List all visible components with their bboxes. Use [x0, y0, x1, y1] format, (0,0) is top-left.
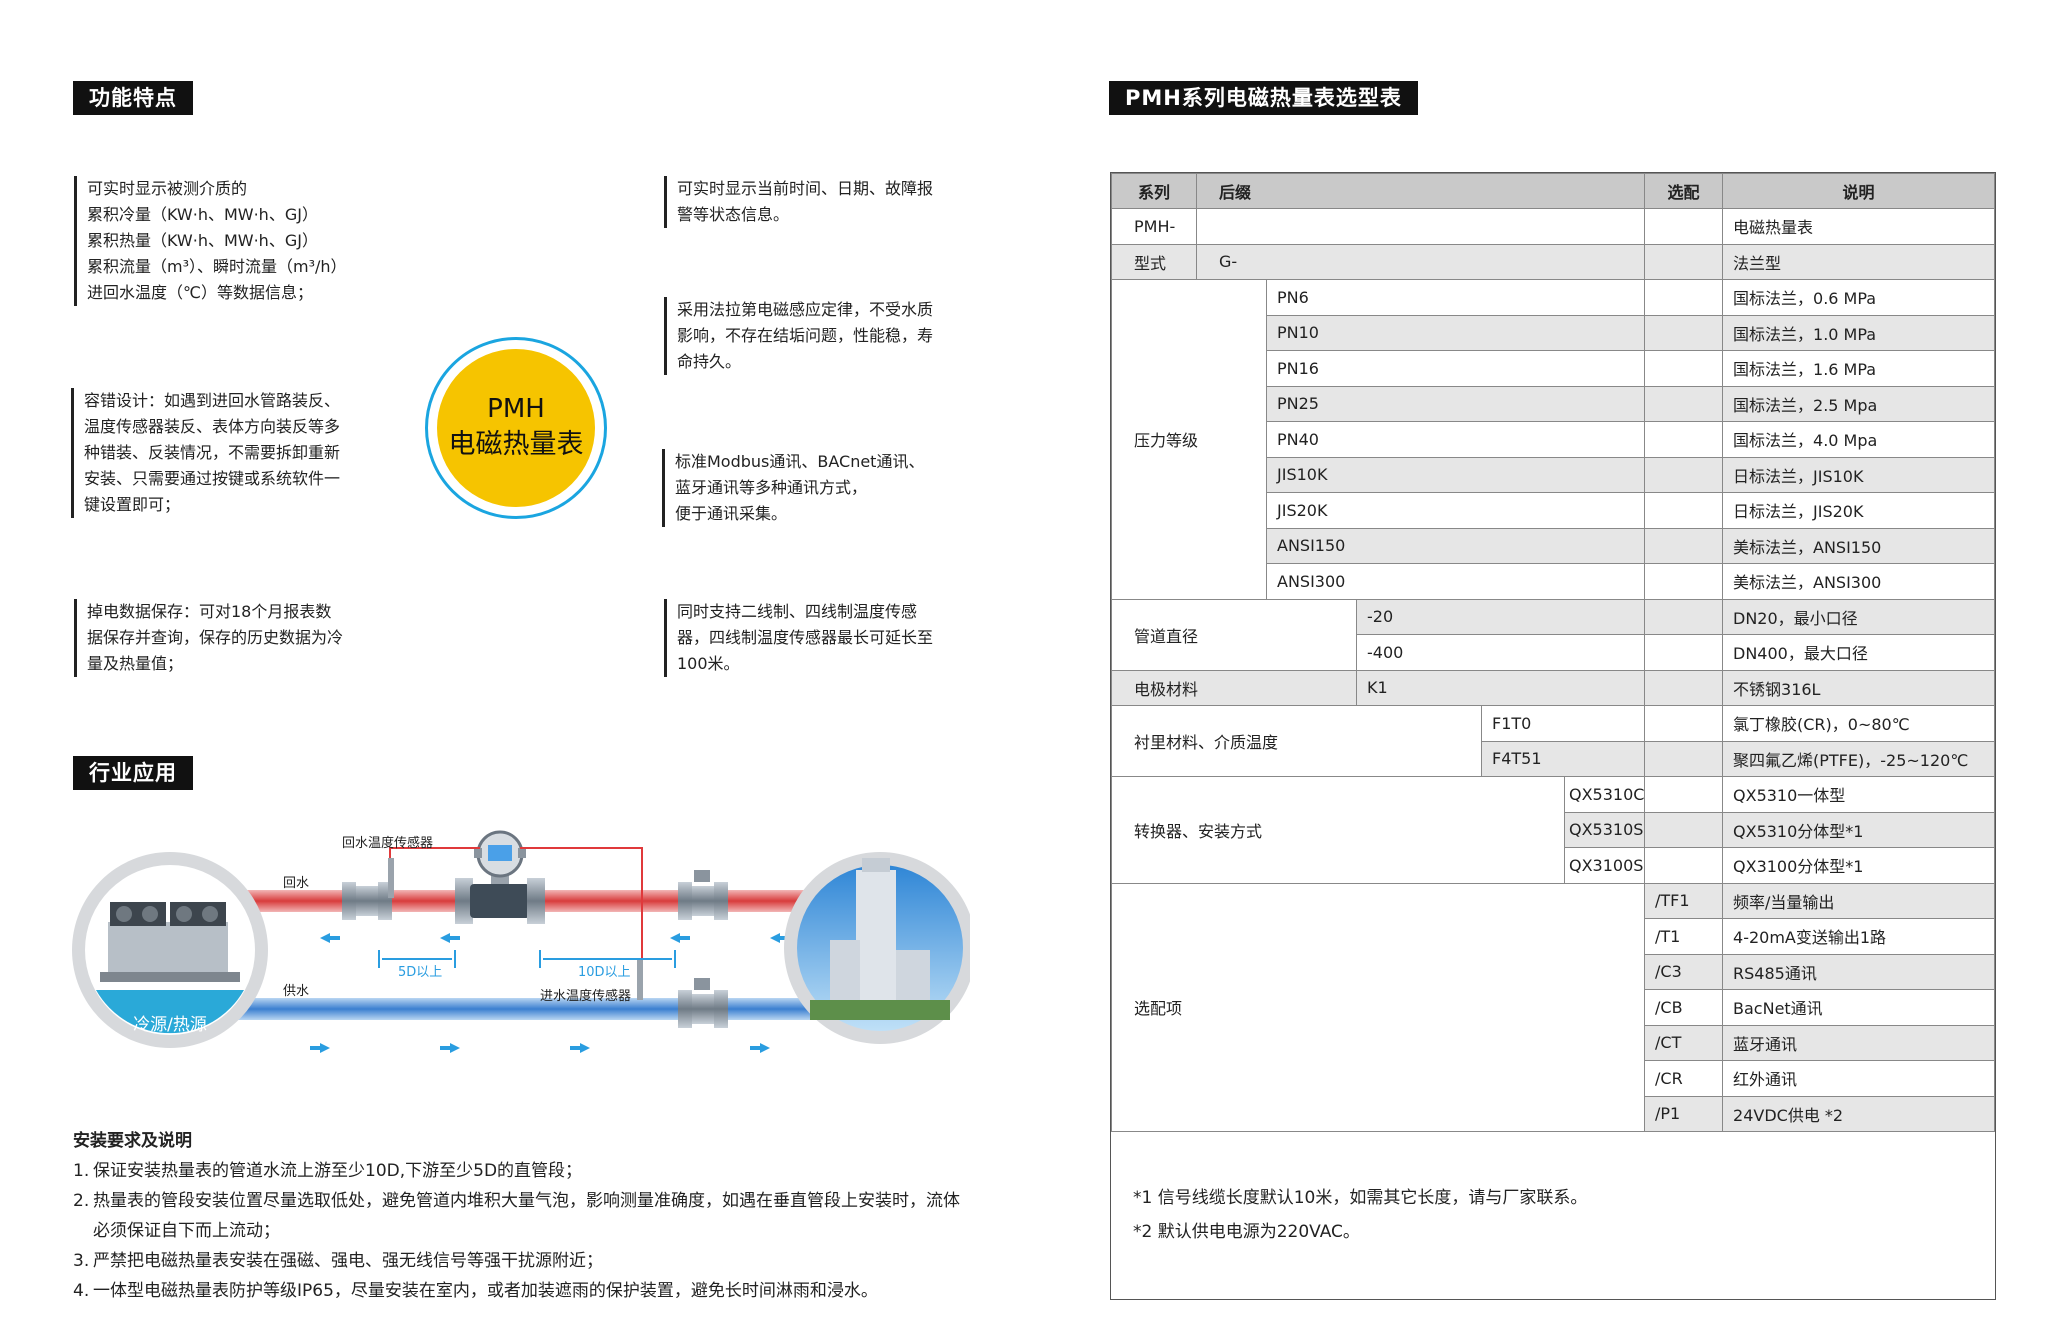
table-row: 选配项 /TF1 频率/当量输出: [1110, 882, 1996, 1132]
note-1: *1 信号线缆长度默认10米，如需其它长度，请与厂家联系。: [1133, 1188, 1588, 1208]
header-desc: 说明: [1722, 173, 1996, 209]
product-badge: PMH 电磁热量表: [425, 337, 607, 519]
cell-code: PN6: [1265, 279, 1646, 316]
return-sensor-label: 回水温度传感器: [342, 835, 433, 851]
return-temp-sensor: [388, 858, 394, 898]
header-suffix: 后缀: [1195, 173, 1646, 209]
downstream-label: 10D以上: [578, 965, 631, 980]
cell-code: PMH-: [1111, 208, 1197, 245]
install-item: 3.严禁把电磁热量表安装在强磁、强电、强无线信号等强干扰源附近；: [73, 1251, 603, 1271]
selection-table-title: PMH系列电磁热量表选型表: [1109, 81, 1418, 115]
section-title-features: 功能特点: [73, 81, 193, 115]
install-item: 2.热量表的管段安装位置尽量选取低处，避免管道内堆积大量气泡，影响测量准确度，如…: [73, 1191, 960, 1241]
cell-label: 选配项: [1110, 882, 1646, 1132]
cell-label: 衬里材料、介质温度: [1111, 705, 1482, 777]
flowmeter: [455, 830, 545, 924]
table-row: 转换器、安装方式 QX5310C QX5310一体型: [1111, 776, 1996, 884]
feature-display-data: 可实时显示被测介质的 累积冷量（KW·h、MW·h、GJ） 累积热量（KW·h、…: [74, 176, 347, 306]
supply-temp-sensor: [637, 960, 643, 1000]
cell-desc: 国标法兰，0.6 MPa: [1722, 279, 1996, 316]
chiller-unit-icon: [100, 902, 240, 982]
supply-sensor-label: 进水温度传感器: [540, 988, 631, 1004]
table-row: 压力等级 PN6 国标法兰，0.6 MPa: [1111, 279, 1996, 600]
selection-table: 系列 后缀 选配 说明 PMH- 电磁热量表 型式 G- 法兰型 压力等级 PN…: [1110, 173, 1996, 1132]
cell-desc: 电磁热量表: [1722, 208, 1996, 245]
valve-right-supply: [678, 990, 728, 1028]
selection-table-frame: 系列 后缀 选配 说明 PMH- 电磁热量表 型式 G- 法兰型 压力等级 PN…: [1110, 172, 1996, 1300]
supply-water-label: 供水: [283, 984, 309, 999]
cell-desc: 法兰型: [1722, 243, 1996, 280]
table-row: PMH- 电磁热量表: [1111, 208, 1996, 245]
source-label-band: [96, 990, 244, 1034]
application-diagram: 回水温度传感器 回水 供水 进水温度传感器 5D以上 10D以上 冷源/热源: [72, 830, 970, 1053]
cell-label: 电极材料: [1111, 669, 1357, 706]
header-series: 系列: [1111, 173, 1197, 209]
feature-fault-tolerance: 容错设计：如遇到进回水管路装反、 温度传感器装反、表体方向装反等多 种错装、反装…: [71, 388, 340, 518]
table-notes: *1 信号线缆长度默认10米，如需其它长度，请与厂家联系。 *2 默认供电电源为…: [1133, 1181, 1587, 1249]
table-row: 管道直径 -20 DN20，最小口径: [1111, 598, 1996, 671]
return-water-label: 回水: [283, 876, 309, 891]
cell-label: 型式: [1111, 243, 1197, 280]
feature-display-status: 可实时显示当前时间、日期、故障报 警等状态信息。: [664, 176, 933, 228]
install-item: 4.一体型电磁热量表防护等级IP65，尽量安装在室内，或者加装遮雨的保护装置，避…: [73, 1281, 878, 1301]
return-sensor-lead: [389, 847, 480, 860]
section-title-applications: 行业应用: [73, 756, 193, 790]
upstream-label: 5D以上: [398, 965, 442, 980]
cell-label: 转换器、安装方式: [1111, 776, 1565, 884]
install-item: 1.保证安装热量表的管道水流上游至少10D,下游至少5D的直管段；: [73, 1161, 583, 1181]
building-icon: [810, 858, 950, 1020]
dimension-5d: [378, 950, 456, 968]
badge-line1: PMH: [487, 394, 545, 424]
cell-label: 管道直径: [1111, 598, 1357, 671]
dimension-10d: [539, 950, 676, 968]
cell-code: G-: [1195, 243, 1646, 280]
valve-left: [342, 882, 392, 920]
source-label: 冷源/热源: [133, 1015, 207, 1035]
install-notes: 安装要求及说明 1.保证安装热量表的管道水流上游至少10D,下游至少5D的直管段…: [73, 1126, 973, 1306]
feature-communication: 标准Modbus通讯、BACnet通讯、 蓝牙通讯等多种通讯方式， 便于通讯采集…: [662, 449, 924, 527]
valve-top-supply: [694, 978, 710, 990]
table-header: 系列 后缀 选配 说明: [1111, 173, 1996, 209]
table-row: 衬里材料、介质温度 F1T0 氯丁橡胶(CR)，0~80℃: [1111, 705, 1996, 777]
valve-top-return: [694, 870, 710, 882]
feature-faraday: 采用法拉第电磁感应定律，不受水质 影响，不存在结垢问题，性能稳，寿 命持久。: [664, 297, 933, 375]
supply-pipe: [200, 998, 840, 1020]
feature-power-off-storage: 掉电数据保存：可对18个月报表数 据保存并查询，保存的历史数据为冷 量及热量值；: [74, 599, 343, 677]
feature-temp-sensor: 同时支持二线制、四线制温度传感 器，四线制温度传感器最长可延长至 100米。: [664, 599, 933, 677]
flow-arrows: [310, 933, 790, 1053]
table-row: 电极材料 K1 不锈钢316L: [1111, 669, 1996, 706]
valve-right-return: [678, 882, 728, 920]
header-option: 选配: [1644, 173, 1724, 209]
note-2: *2 默认供电电源为220VAC。: [1133, 1222, 1360, 1242]
table-row: 型式 G- 法兰型: [1111, 243, 1996, 280]
install-heading: 安装要求及说明: [73, 1131, 192, 1151]
cell-label: 压力等级: [1111, 279, 1267, 600]
badge-line2: 电磁热量表: [448, 429, 584, 460]
